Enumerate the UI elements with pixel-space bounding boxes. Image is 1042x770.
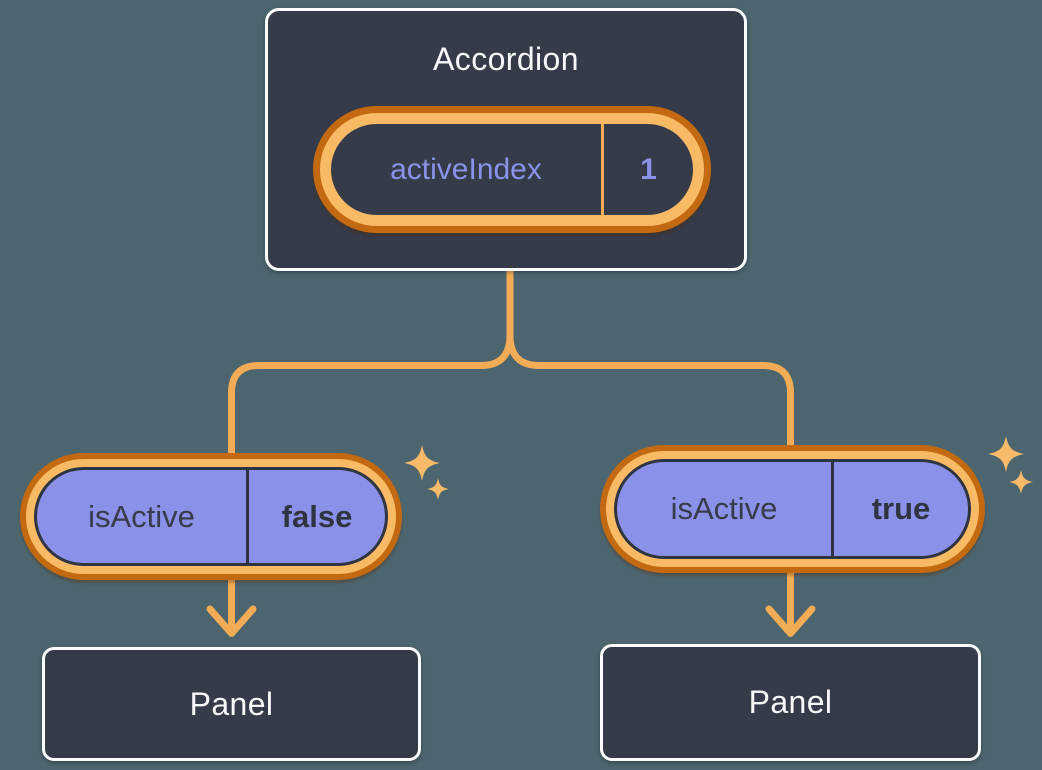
sparkle-icon (1009, 470, 1033, 494)
prop-name-label: isActive (88, 498, 195, 534)
state-value-label: 1 (640, 152, 657, 186)
accordion-node-title: Accordion (433, 41, 579, 77)
panel-node-title: Panel (748, 684, 833, 720)
prop-value-label: false (281, 498, 353, 534)
prop-value-label: true (871, 491, 931, 526)
prop-pill-ring: isActive true (606, 451, 979, 567)
connector-branch-left-line (228, 334, 514, 456)
state-pill-ring: activeIndex 1 (320, 113, 704, 226)
panel-node-right: Panel (600, 644, 981, 761)
arrow-down-right-head-icon (765, 605, 816, 637)
state-pill-divider (601, 124, 604, 215)
prop-pill-divider (246, 470, 249, 563)
connector-branch-right-line (506, 334, 794, 448)
accordion-node: Accordion activeIndex 1 (265, 8, 747, 271)
arrow-down-left-head-icon (206, 605, 257, 637)
is-active-true-prop-pill: isActive true (600, 445, 985, 573)
state-name-label: activeIndex (390, 152, 542, 186)
prop-pill-ring: isActive false (26, 459, 396, 574)
prop-pill-divider (831, 462, 834, 556)
is-active-false-prop-pill: isActive false (20, 453, 402, 580)
sparkle-icon (427, 478, 449, 500)
sparkle-icon (988, 436, 1024, 472)
active-index-state-pill: activeIndex 1 (313, 106, 711, 233)
sparkle-icon (404, 445, 440, 481)
prop-name-label: isActive (670, 491, 778, 526)
panel-node-left: Panel (42, 647, 421, 761)
panel-node-title: Panel (189, 685, 274, 722)
